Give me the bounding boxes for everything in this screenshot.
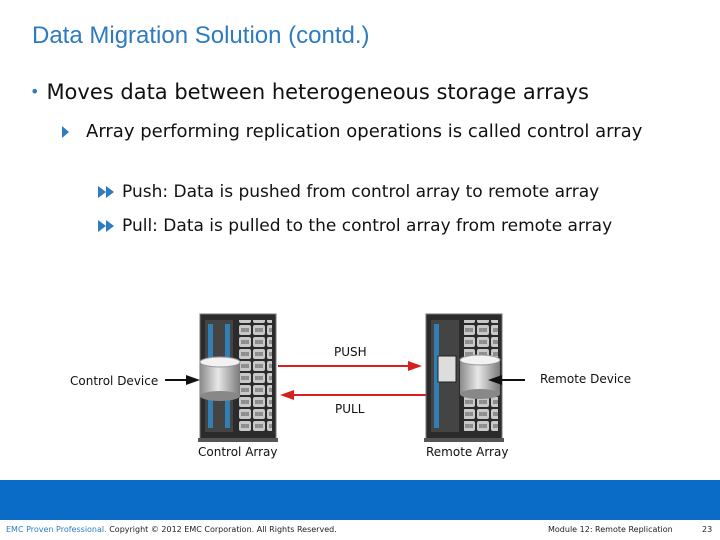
bullet-level2: Array performing replication operations …: [62, 118, 662, 146]
migration-diagram: [165, 313, 525, 442]
triangle-bullet-icon: [62, 126, 69, 138]
bullet-level3-pull: Pull: Data is pulled to the control arra…: [98, 216, 612, 236]
bullet-level2-text: Array performing replication operations …: [86, 121, 643, 142]
control-device-label: Control Device: [70, 374, 159, 388]
footer-copyright-text: Copyright © 2012 EMC Corporation. All Ri…: [106, 525, 337, 534]
control-array-label: Control Array: [198, 445, 278, 459]
remote-array-label: Remote Array: [426, 445, 509, 459]
slide-title: Data Migration Solution (contd.): [32, 22, 370, 49]
double-triangle-bullet-icon: [98, 220, 114, 232]
bullet-level3-push: Push: Data is pushed from control array …: [98, 182, 599, 202]
footer-bar: [0, 480, 720, 520]
pull-label: PULL: [335, 402, 365, 416]
footer-module: Module 12: Remote Replication: [548, 525, 673, 534]
remote-device-label: Remote Device: [540, 372, 632, 386]
bullet-level1: • Moves data between heterogeneous storag…: [30, 80, 589, 104]
control-device-pointer-arrow: [165, 375, 200, 385]
footer-copyright: EMC Proven Professional. Copyright © 201…: [6, 525, 337, 534]
bullet-push-text: Push: Data is pushed from control array …: [122, 182, 600, 202]
pull-arrow: [280, 390, 426, 400]
push-label: PUSH: [334, 345, 367, 359]
control-device-cylinder: [199, 356, 241, 401]
push-arrow: [278, 361, 422, 371]
footer-page-number: 23: [702, 525, 713, 534]
double-triangle-bullet-icon: [98, 186, 114, 198]
footer: EMC Proven Professional. Copyright © 201…: [0, 520, 720, 540]
remote-device-cylinder: [459, 354, 501, 399]
bullet-pull-text: Pull: Data is pulled to the control arra…: [122, 216, 613, 236]
footer-brand: EMC Proven Professional.: [6, 525, 107, 534]
bullet-level1-text: Moves data between heterogeneous storage…: [46, 80, 589, 104]
bullet-dot-icon: •: [30, 82, 40, 101]
remote-device-pointer-arrow: [488, 375, 525, 385]
